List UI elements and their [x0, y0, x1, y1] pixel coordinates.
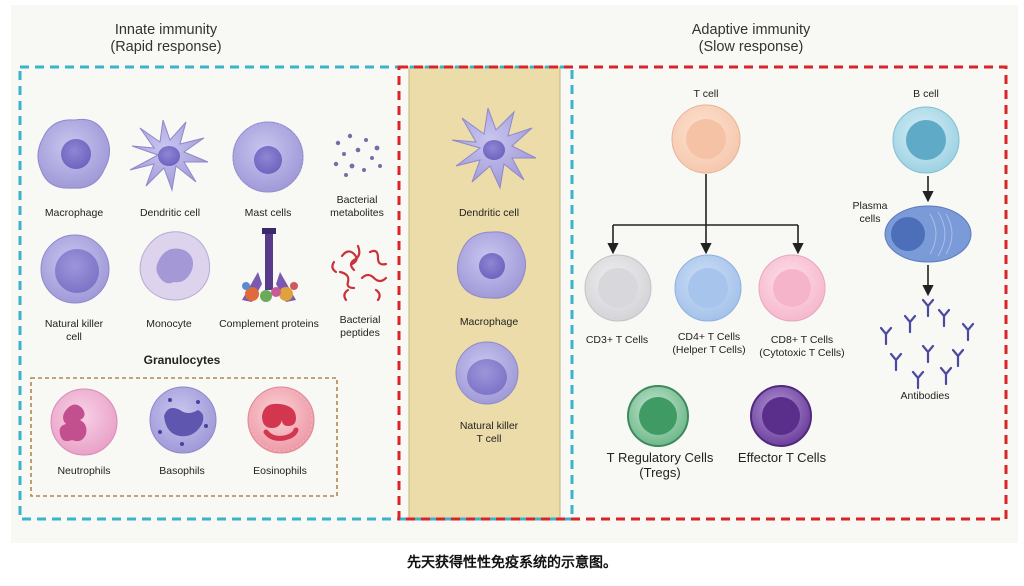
label-mast-cells: Mast cells [244, 207, 292, 219]
adaptive-border [397, 65, 1008, 521]
adaptive-subtitle: (Slow response) [698, 39, 804, 55]
label-overlap-dendritic-cell: Dendritic cell [458, 207, 520, 219]
innate-title: Innate immunity [114, 22, 218, 38]
label-eosinophils: Eosinophils [253, 465, 307, 477]
bacterial-peptides-icon [331, 244, 388, 302]
overlap-dendritic-cell-icon [451, 107, 537, 190]
label-b-cell: B cell [913, 88, 939, 100]
adaptive-title: Adaptive immunity [691, 22, 811, 38]
natural-killer-cell-icon [40, 234, 110, 304]
figure-caption: 先天获得性性免疫系统的示意图。 [407, 555, 617, 571]
treg-cell-icon [627, 385, 689, 447]
eosinophil-icon [247, 386, 315, 454]
label-t-cell: T cell [693, 88, 719, 100]
innate-subtitle: (Rapid response) [110, 39, 222, 55]
granulocytes-box [30, 377, 338, 497]
label-cd4-t-cells: CD4+ T Cells (Helper T Cells) [672, 331, 746, 356]
macrophage-icon [37, 118, 110, 189]
label-antibodies: Antibodies [900, 390, 950, 402]
label-basophils: Basophils [159, 465, 205, 477]
label-overlap-nkt-cell: Natural killer T cell [459, 420, 519, 445]
label-cd3-t-cells: CD3+ T Cells [585, 334, 649, 346]
label-dendritic-cell: Dendritic cell [139, 207, 201, 219]
label-plasma-cells: Plasma cells [852, 200, 888, 225]
plasma-cell-icon [884, 205, 972, 263]
label-overlap-macrophage: Macrophage [459, 316, 519, 328]
cd8-t-cell-icon [758, 254, 826, 322]
mast-cell-icon [232, 121, 304, 193]
label-cd8-t-cells: CD8+ T Cells (Cytotoxic T Cells) [759, 334, 845, 359]
cd3-t-cell-icon [584, 254, 652, 322]
bacterial-metabolites-icon [333, 133, 382, 177]
cd4-t-cell-icon [674, 254, 742, 322]
basophil-icon [149, 386, 217, 454]
label-effector-t-cells: Effector T Cells [737, 450, 827, 465]
monocyte-icon [139, 231, 211, 301]
overlap-nkt-cell-icon [455, 341, 519, 405]
label-bacterial-peptides: Bacterial peptides [339, 314, 381, 339]
t-cell-icon [671, 104, 741, 174]
t-cell-arrows [607, 174, 804, 255]
effector-t-cell-icon [750, 385, 812, 447]
neutrophil-icon [50, 388, 118, 456]
b-cell-icon [892, 106, 960, 174]
antibodies-icon [879, 298, 975, 390]
overlap-macrophage-icon [456, 231, 526, 299]
complement-proteins-icon [242, 228, 298, 302]
label-bacterial-metabolites: Bacterial metabolites [330, 194, 384, 219]
label-neutrophils: Neutrophils [57, 465, 111, 477]
label-natural-killer-cell: Natural killer cell [44, 318, 104, 343]
label-monocyte: Monocyte [146, 318, 192, 330]
label-granulocytes: Granulocytes [143, 353, 221, 367]
label-tregs: T Regulatory Cells (Tregs) [606, 450, 714, 480]
label-complement-proteins: Complement proteins [219, 318, 319, 330]
label-macrophage: Macrophage [44, 207, 104, 219]
dendritic-cell-icon [129, 119, 209, 192]
innate-border [18, 65, 574, 521]
